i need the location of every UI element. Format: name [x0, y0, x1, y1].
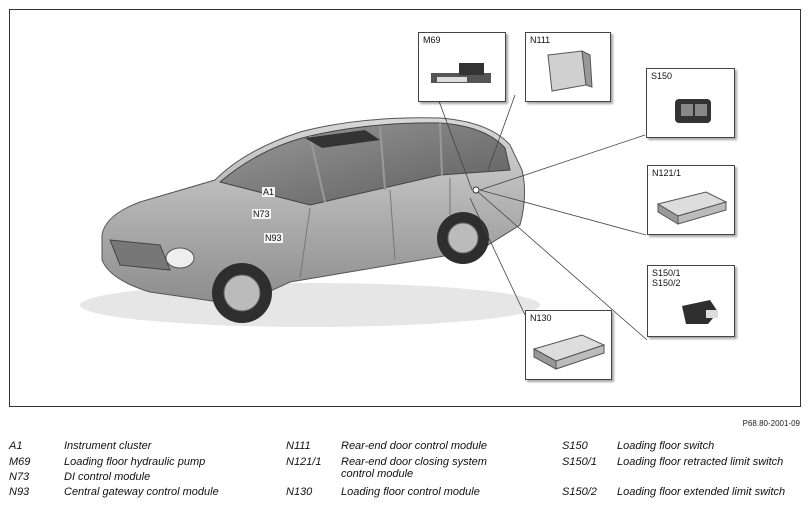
door-closing-module-image	[656, 191, 728, 225]
box-n121-1: N121/1	[647, 165, 735, 235]
legend-desc: Loading floor control module	[341, 486, 480, 498]
legend-code: S150/1	[562, 456, 597, 468]
legend-code: N130	[286, 486, 313, 498]
legend-code: N111	[286, 440, 311, 452]
legend-code: S150	[562, 440, 588, 452]
callout-a1: A1	[262, 187, 276, 197]
box-n130: N130	[525, 310, 612, 380]
legend-code: N93	[9, 486, 30, 498]
legend-desc: Loading floor extended limit switch	[617, 486, 786, 498]
callout-n73: N73	[252, 209, 271, 219]
callout-n93: N93	[264, 233, 283, 243]
legend-desc: Instrument cluster	[64, 440, 152, 452]
component-location-figure: A1 N73 N93 M69 N111 S150 N121/1	[9, 9, 801, 407]
legend-desc: DI control module	[64, 471, 151, 483]
legend-code: M69	[9, 456, 31, 468]
box-m69: M69	[418, 32, 506, 102]
legend-desc: Loading floor hydraulic pump	[64, 456, 206, 468]
legend-code: N73	[9, 471, 30, 483]
box-m69-label: M69	[423, 35, 441, 45]
hydraulic-pump-image	[431, 63, 491, 83]
box-n121-1-label: N121/1	[652, 168, 682, 178]
legend-code: A1	[9, 440, 23, 452]
box-s150-1-2-label: S150/1 S150/2	[652, 268, 681, 288]
loading-floor-switch-image	[675, 99, 711, 123]
legend-code: S150/2	[562, 486, 597, 498]
loading-floor-module-image	[532, 334, 606, 370]
box-n130-label: N130	[530, 313, 552, 323]
limit-switch-image	[682, 300, 718, 324]
box-s150-1-2: S150/1 S150/2	[647, 265, 735, 337]
legend-desc: Loading floor retracted limit switch	[617, 456, 784, 468]
box-n111-label: N111	[530, 35, 551, 45]
rear-door-module-image	[547, 50, 593, 92]
legend-code: N121/1	[286, 456, 322, 468]
legend-desc: Rear-end door control module	[341, 440, 487, 452]
box-n111: N111	[525, 32, 611, 102]
box-s150-label: S150	[651, 71, 673, 81]
legend-desc: Central gateway control module	[64, 486, 219, 498]
car-illustration	[80, 49, 648, 341]
box-s150: S150	[646, 68, 735, 138]
legend-desc: Loading floor switch	[617, 440, 715, 452]
figure-reference: P68.80-2001-09	[742, 419, 800, 428]
legend-desc: Rear-end door closing system control mod…	[341, 456, 487, 480]
